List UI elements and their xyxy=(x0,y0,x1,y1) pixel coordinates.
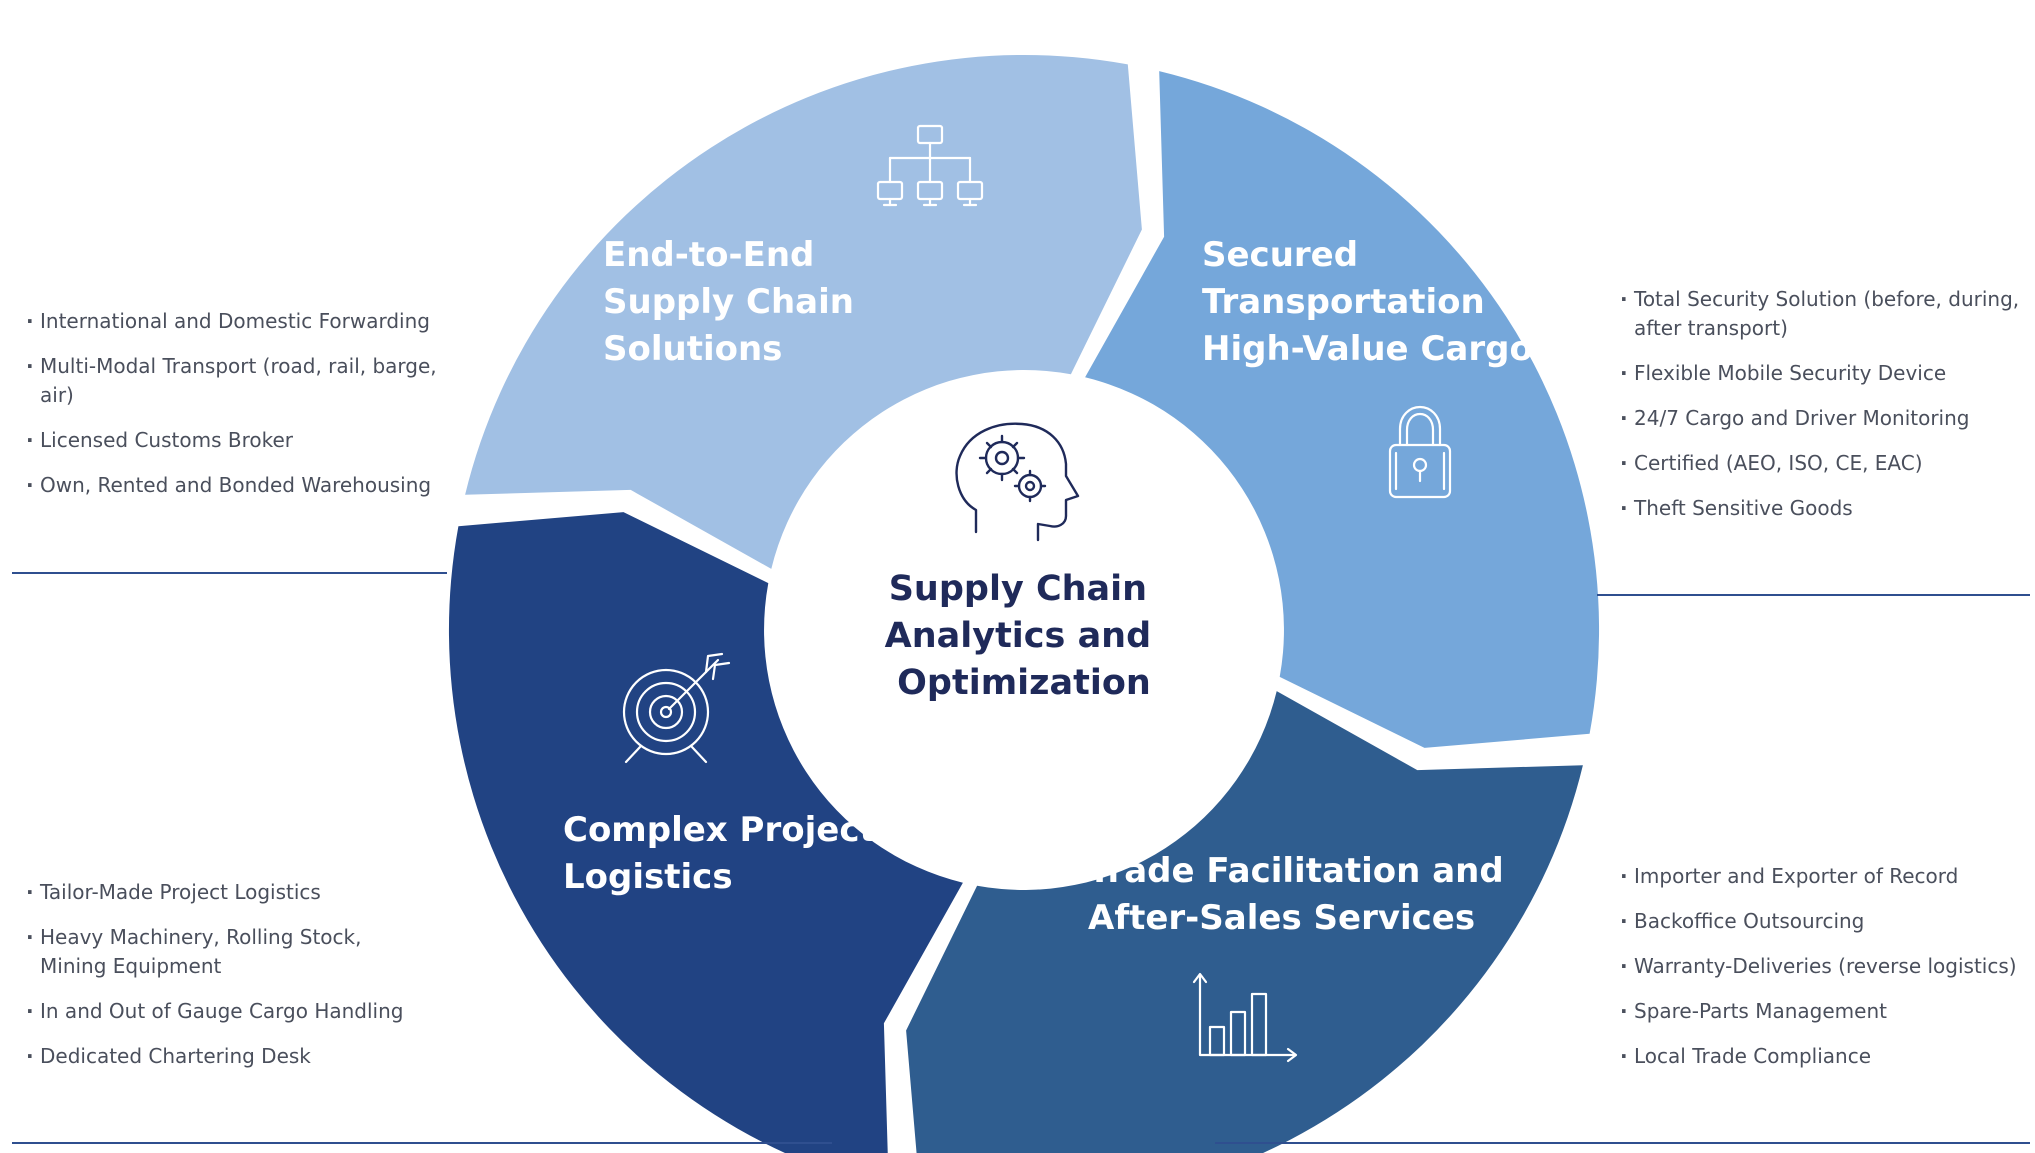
list-item: International and Domestic Forwarding xyxy=(26,307,456,336)
list-item: Dedicated Chartering Desk xyxy=(26,1042,426,1071)
list-item: Total Security Solution (before, during,… xyxy=(1620,285,2030,343)
head-gears-icon xyxy=(955,422,1080,542)
list-item: Theft Sensitive Goods xyxy=(1620,494,2030,523)
end-to-end-bullet-list: International and Domestic Forwarding Mu… xyxy=(26,307,456,516)
center-disc xyxy=(768,374,1280,886)
segment-complex-project xyxy=(448,512,963,1153)
end-to-end-title: End-to-End Supply Chain Solutions xyxy=(603,235,866,369)
list-item: 24/7 Cargo and Driver Monitoring xyxy=(1620,404,2030,433)
trade-facilitation-title: Trade Facilitation and After-Sales Servi… xyxy=(1088,851,1516,938)
segment-trade-facilitation xyxy=(906,691,1583,1153)
center-title-line-3: Optimization xyxy=(897,663,1151,703)
trade-divider xyxy=(1215,1142,2030,1144)
center-title-line-1: Supply Chain xyxy=(889,569,1147,609)
list-item: Spare-Parts Management xyxy=(1620,997,2030,1026)
list-item: Heavy Machinery, Rolling Stock, Mining E… xyxy=(26,923,426,981)
list-item: Importer and Exporter of Record xyxy=(1620,862,2030,891)
complex-bullet-list: Tailor-Made Project Logistics Heavy Mach… xyxy=(26,878,426,1087)
target-icon xyxy=(622,652,731,764)
network-icon xyxy=(876,124,984,207)
segment-secured-transport xyxy=(1085,71,1600,748)
list-item: Backoffice Outsourcing xyxy=(1620,907,2030,936)
secured-transport-title: Secured Transportation High-Value Cargo xyxy=(1202,235,1533,369)
padlock-icon xyxy=(1388,405,1452,499)
secured-bullet-list: Total Security Solution (before, during,… xyxy=(1620,285,2030,539)
list-item: Multi-Modal Transport (road, rail, barge… xyxy=(26,352,456,410)
complex-divider xyxy=(12,1142,832,1144)
list-item: Licensed Customs Broker xyxy=(26,426,456,455)
segment-end-to-end xyxy=(465,54,1142,569)
list-item: Flexible Mobile Security Device xyxy=(1620,359,2030,388)
center-title-line-2: Analytics and xyxy=(885,616,1152,656)
list-item: Local Trade Compliance xyxy=(1620,1042,2030,1071)
list-item: Own, Rented and Bonded Warehousing xyxy=(26,471,456,500)
list-item: Tailor-Made Project Logistics xyxy=(26,878,426,907)
trade-bullet-list: Importer and Exporter of Record Backoffi… xyxy=(1620,862,2030,1087)
complex-project-title: Complex Project Logistics xyxy=(563,810,888,897)
list-item: In and Out of Gauge Cargo Handling xyxy=(26,997,426,1026)
center-title: Supply Chain Analytics and Optimization xyxy=(885,569,1164,703)
bar-chart-icon xyxy=(1192,972,1298,1063)
end-to-end-divider xyxy=(12,572,447,574)
list-item: Warranty-Deliveries (reverse logistics) xyxy=(1620,952,2030,981)
list-item: Certified (AEO, ISO, CE, EAC) xyxy=(1620,449,2030,478)
secured-divider xyxy=(1597,594,2030,596)
